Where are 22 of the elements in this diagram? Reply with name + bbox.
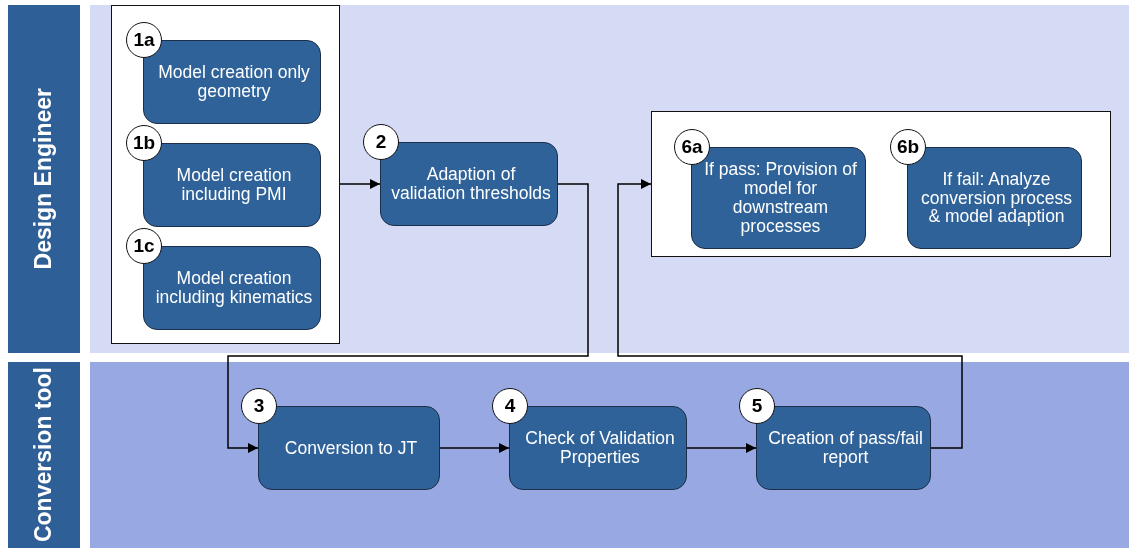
step-number: 1a [126,22,162,58]
process-label: If fail: Analyze conversion process & model adaption [920,169,1073,227]
process-label: Creation of pass/fail report [767,429,924,467]
step-number: 1b [126,125,162,161]
arrow [617,178,963,449]
group-box [111,5,340,344]
lane-title: Design Engineer [31,88,57,270]
process-label: Conversion to JT [284,438,418,458]
arrow [227,183,589,454]
group-box [651,111,1111,257]
process-label: Model creation including kinematics [154,269,314,307]
swimlane [8,5,1129,353]
process-label: Check of Validation Properties [524,429,676,467]
process-label: Model creation including PMI [175,166,293,204]
arrow [686,442,757,454]
lane-title: Conversion tool [31,367,57,543]
step-number: 6b [890,129,926,165]
arrow [339,178,381,190]
step-number: 1c [126,228,162,264]
process-label: Model creation only geometry [157,63,311,101]
arrow [439,442,510,454]
process-label: Adaption of validation thresholds [391,165,551,203]
